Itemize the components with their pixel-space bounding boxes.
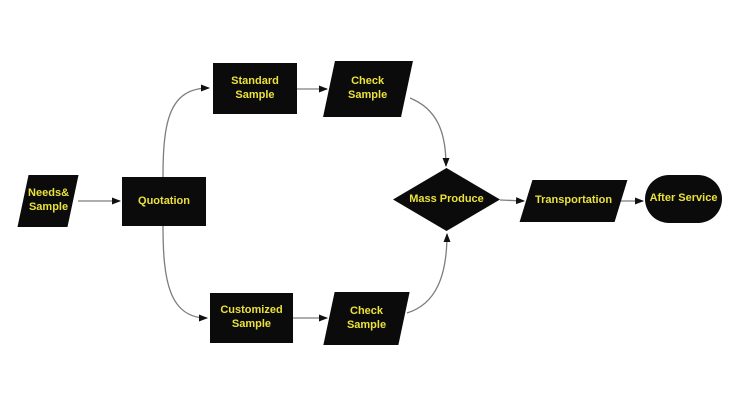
node-quotation-label: Quotation bbox=[138, 194, 190, 207]
edge-check-sample-bottom-to-mass-produce bbox=[406, 233, 451, 314]
node-quotation: Quotation bbox=[122, 177, 206, 226]
edge-quotation-to-customized-sample bbox=[162, 225, 208, 322]
node-check-sample-top-label: Check Sample bbox=[348, 75, 388, 101]
node-needs-sample-label: Needs& Sample bbox=[27, 187, 69, 213]
edge-check-sample-top-to-mass-produce bbox=[409, 97, 450, 167]
node-check-sample-bottom: Check Sample bbox=[323, 292, 410, 345]
node-check-sample-bottom-label: Check Sample bbox=[346, 304, 387, 331]
edge-mass-produce-to-transportation bbox=[499, 197, 525, 205]
node-transportation-label: Transportation bbox=[534, 194, 612, 207]
node-transportation: Transportation bbox=[519, 180, 628, 222]
node-customized-sample-label: Customized Sample bbox=[220, 304, 283, 330]
node-after-service-label: After Service bbox=[649, 192, 718, 205]
node-customized-sample: Customized Sample bbox=[210, 293, 293, 343]
edge-quotation-to-standard-sample bbox=[162, 84, 210, 178]
node-after-service: After Service bbox=[645, 175, 722, 223]
node-check-sample-top: Check Sample bbox=[323, 61, 413, 117]
node-standard-sample-label: Standard Sample bbox=[231, 74, 279, 101]
node-standard-sample: Standard Sample bbox=[213, 63, 297, 114]
node-mass-produce-label: Mass Produce bbox=[409, 192, 484, 205]
